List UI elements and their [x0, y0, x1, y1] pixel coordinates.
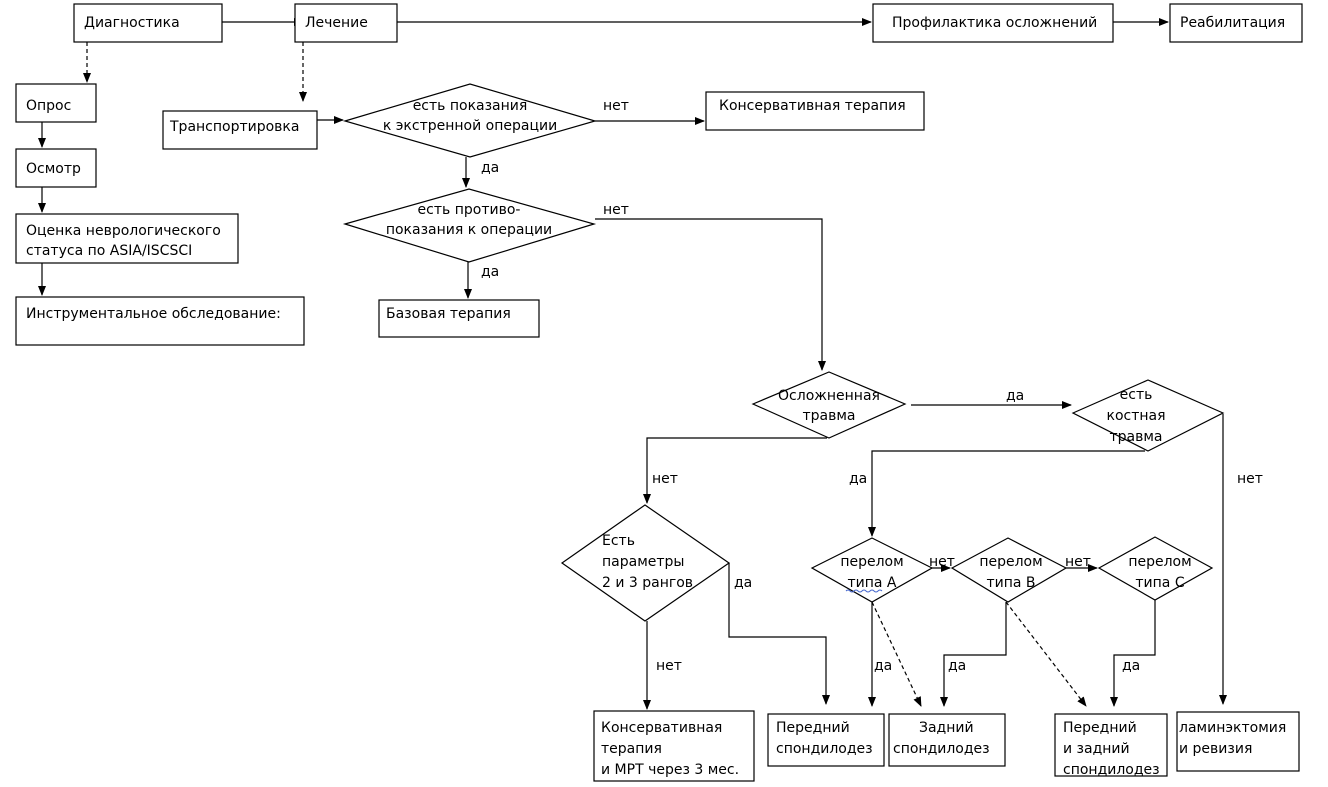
decision-parametry-label-1: Есть: [602, 533, 635, 549]
decision-parametry: Есть параметры 2 и 3 рангов: [560, 504, 731, 622]
decision-oslozhnennaya-label-1: Осложненная: [778, 388, 880, 404]
node-osmotr-label: Осмотр: [26, 161, 81, 177]
label-da-ekstrennaya: да: [481, 160, 499, 176]
node-peredniy-zadniy: Передний и задний спондилодез: [1054, 713, 1168, 778]
label-net-protivopokazaniya: нет: [603, 202, 629, 218]
node-profilaktika: Профилактика осложнений: [872, 3, 1114, 43]
node-diagnostika-label: Диагностика: [84, 15, 180, 31]
decision-perelom-b-label-2: типа В: [986, 575, 1035, 591]
edge-perelom-b-zadniy: [940, 602, 1007, 707]
node-konservativnaya-mrt-label-1: Консервативная: [601, 720, 722, 736]
decision-kostnaya-label-2: костная: [1106, 408, 1165, 424]
decision-perelom-c: перелом типа С: [1097, 536, 1214, 601]
node-lechenie: Лечение: [294, 3, 398, 43]
decision-parametry-label-2: параметры: [602, 554, 684, 570]
node-konservativnaya-1: Консервативная терапия: [705, 91, 925, 131]
node-ocenka: Оценка неврологического статуса по ASIA/…: [15, 213, 239, 264]
decision-parametry-label-3: 2 и 3 рангов: [602, 575, 693, 591]
decision-perelom-b: перелом типа В: [950, 537, 1068, 603]
decision-protivopokazaniya-label-1: есть противо-: [418, 202, 521, 218]
node-lechenie-label: Лечение: [305, 15, 368, 31]
node-transportirovka: Транспортировка: [162, 110, 318, 150]
decision-kostnaya: есть костная травма: [1071, 379, 1225, 452]
decision-perelom-a-label-2: типа А: [847, 575, 896, 591]
node-ocenka-label-1: Оценка неврологического: [26, 223, 221, 239]
node-reabilitaciya-label: Реабилитация: [1180, 15, 1285, 31]
decision-ekstrennaya: есть показания к экстренной операции: [342, 83, 598, 158]
node-peredniy-zadniy-label-1: Передний: [1063, 720, 1137, 736]
decision-protivopokazaniya: есть противо- показания к операции: [342, 188, 597, 263]
decision-protivopokazaniya-label-2: показания к операции: [386, 222, 552, 238]
node-konservativnaya-mrt: Консервативная терапия и МРТ через 3 мес…: [593, 710, 755, 782]
node-peredniy-label-1: Передний: [776, 720, 850, 736]
label-net-kostnaya: нет: [1237, 471, 1263, 487]
label-net-parametry: нет: [656, 658, 682, 674]
decision-perelom-b-label-1: перелом: [979, 554, 1042, 570]
label-net-perelom-a: нет: [929, 554, 955, 570]
label-da-kostnaya: да: [849, 471, 867, 487]
node-laminektomiya-label-2: и ревизия: [1179, 741, 1252, 757]
decision-perelom-c-label-2: типа С: [1135, 575, 1184, 591]
decision-kostnaya-label-1: есть: [1120, 387, 1153, 403]
edge-labels: нет да нет да да нет да нет да нет нет н…: [481, 98, 1263, 674]
edge-parametry-peredniy: [728, 563, 830, 705]
label-da-perelom-c: да: [1122, 658, 1140, 674]
node-peredniy-zadniy-label-3: спондилодез: [1063, 762, 1160, 778]
node-laminektomiya: ламинэктомия и ревизия: [1176, 711, 1300, 772]
edge-kostnaya-perelom-a: [868, 450, 1145, 537]
node-instrumentalnoe-label: Инструментальное обследование:: [26, 306, 281, 322]
edge-perelom-c-peredniy-zadniy: [1110, 600, 1156, 707]
decision-kostnaya-label-3: травма: [1109, 429, 1162, 445]
decision-oslozhnennaya: Осложненная травма: [751, 371, 907, 439]
node-instrumentalnoe: Инструментальное обследование:: [15, 296, 305, 346]
node-profilaktika-label: Профилактика осложнений: [892, 15, 1097, 31]
node-peredniy-label-2: спондилодез: [776, 741, 873, 757]
label-da-perelom-a: да: [874, 658, 892, 674]
decision-perelom-a: перелом типа А: [810, 537, 934, 603]
node-konservativnaya-mrt-label-3: и МРТ через 3 мес.: [601, 762, 739, 778]
node-zadniy: Задний спондилодез: [888, 713, 1006, 767]
node-opros: Опрос: [15, 83, 97, 123]
node-diagnostika: Диагностика: [73, 3, 223, 43]
edge-protivopokazaniya-oslozhnennaya: [595, 218, 826, 371]
node-zadniy-label-1: Задний: [919, 720, 974, 736]
decision-perelom-c-label-1: перелом: [1128, 554, 1191, 570]
decision-perelom-a-label-1: перелом: [840, 554, 903, 570]
node-peredniy-zadniy-label-2: и задний: [1063, 741, 1130, 757]
node-bazovaya: Базовая терапия: [378, 299, 540, 338]
edge-perelom-a-zadniy: [871, 601, 922, 707]
label-da-perelom-b: да: [948, 658, 966, 674]
label-da-oslozhnennaya: да: [1006, 388, 1024, 404]
node-osmotr: Осмотр: [15, 148, 97, 188]
node-konservativnaya-1-label: Консервативная терапия: [719, 98, 906, 114]
node-ocenka-label-2: статуса по ASIA/ISCSCI: [26, 243, 192, 259]
node-laminektomiya-label-1: ламинэктомия: [1179, 720, 1286, 736]
decision-ekstrennaya-label-1: есть показания: [413, 98, 528, 114]
decision-oslozhnennaya-label-2: травма: [802, 408, 855, 424]
edge-perelom-b-peredniy-zadniy: [1005, 601, 1087, 707]
node-konservativnaya-mrt-label-2: терапия: [601, 741, 662, 757]
edges: [38, 18, 1227, 710]
node-bazovaya-label: Базовая терапия: [386, 306, 511, 322]
label-net-perelom-b: нет: [1065, 554, 1091, 570]
label-net-oslozhnennaya: нет: [652, 471, 678, 487]
edge-oslozhnennaya-parametry: [643, 437, 827, 504]
label-net-ekstrennaya: нет: [603, 98, 629, 114]
node-zadniy-label-2: спондилодез: [893, 741, 990, 757]
label-da-protivopokazaniya: да: [481, 264, 499, 280]
node-transportirovka-label: Транспортировка: [169, 119, 299, 135]
decision-ekstrennaya-label-2: к экстренной операции: [383, 118, 557, 134]
node-opros-label: Опрос: [26, 98, 71, 114]
node-peredniy: Передний спондилодез: [767, 713, 885, 767]
node-reabilitaciya: Реабилитация: [1169, 3, 1303, 43]
label-da-parametry: да: [734, 575, 752, 591]
spellcheck-underline: [845, 589, 883, 593]
